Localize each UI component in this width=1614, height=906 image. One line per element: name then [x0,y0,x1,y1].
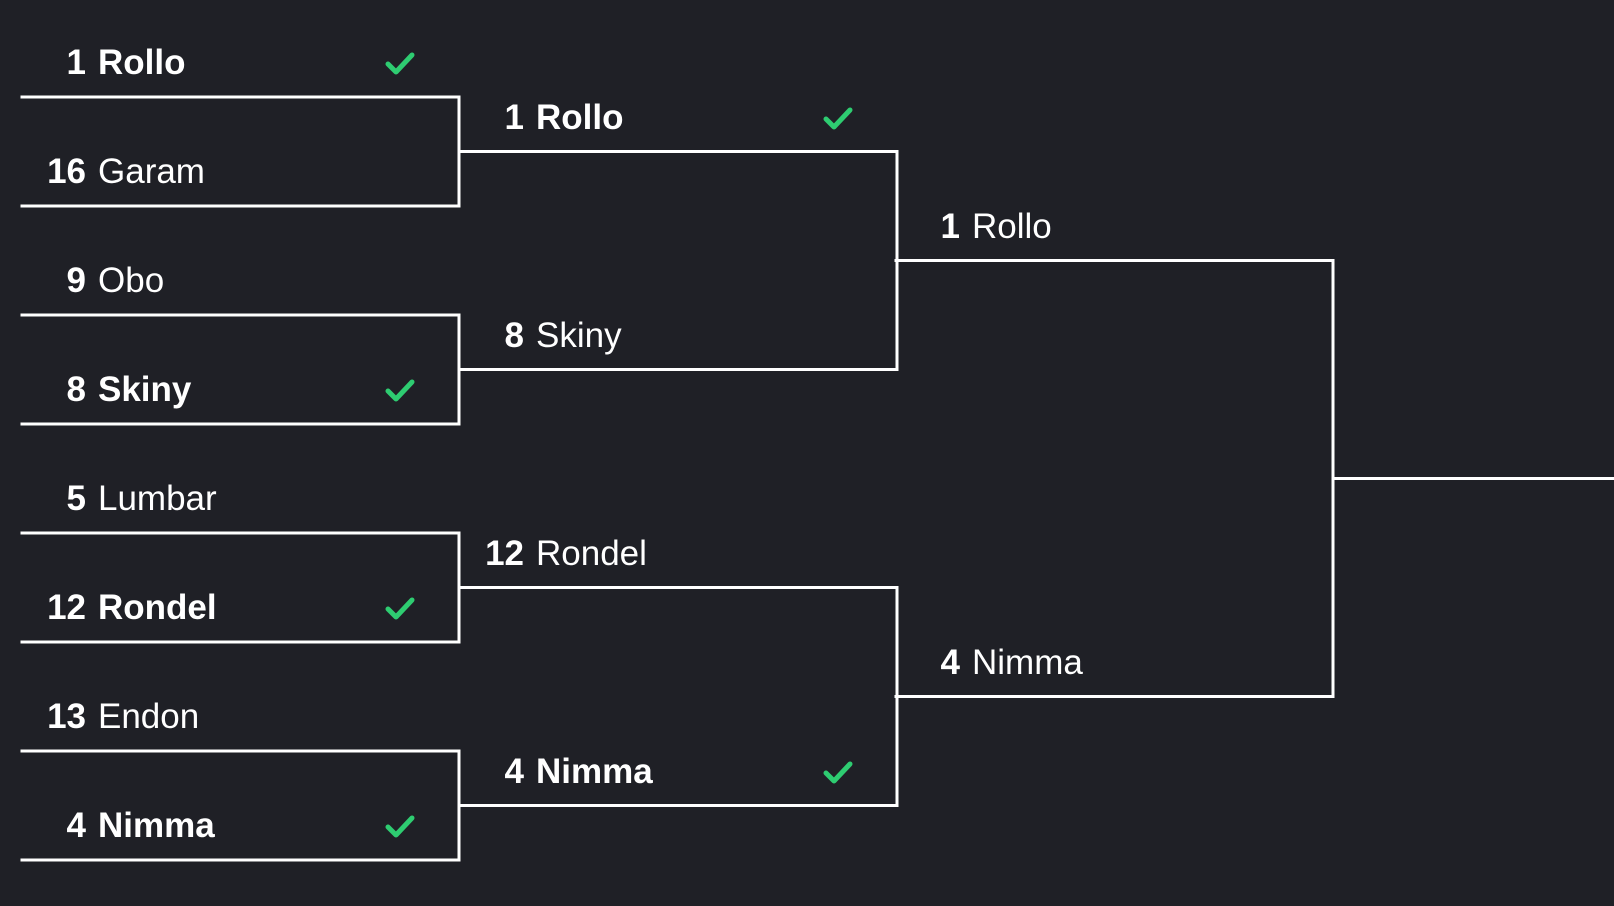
winner-check-icon [823,107,853,129]
winner-check-icon [385,815,415,838]
team-slot: 12 Rondel [22,586,459,630]
team-seed: 4 [940,642,960,682]
team-slot: 12 Rondel [460,532,897,576]
team-seed: 8 [504,315,524,355]
team-name: Garam [98,152,205,191]
team-slot: 4 Nimma [896,641,1333,685]
team-name: Rondel [536,533,647,573]
team-name: Lumbar [98,479,217,518]
team-slot: 16 Garam [22,150,459,194]
team-seed: 12 [47,588,86,627]
team-seed: 12 [485,533,524,573]
team-slot: 4 Nimma [460,750,897,794]
team-seed: 1 [940,206,960,246]
team-name: Rollo [98,43,186,82]
winner-check-icon [385,379,415,402]
team-slot: 13 Endon [22,695,459,739]
team-slot: 1 Rollo [22,41,459,85]
team-seed: 13 [47,697,86,736]
team-slot: 9 Obo [22,259,459,303]
team-name: Nimma [972,642,1083,682]
winner-check-icon [385,597,415,620]
team-seed: 5 [66,479,86,518]
team-seed: 4 [66,806,86,845]
team-name: Endon [98,697,200,736]
team-slot: 1 Rollo [896,205,1333,249]
team-seed: 1 [504,97,524,137]
team-seed: 16 [47,152,86,191]
team-slot: 5 Lumbar [22,477,459,521]
team-name: Obo [98,261,165,300]
team-slot: 4 Nimma [22,804,459,848]
team-name: Nimma [98,806,215,845]
team-seed: 8 [66,370,86,409]
team-name: Rollo [536,97,624,137]
winner-check-icon [385,52,415,75]
team-name: Skiny [98,370,192,409]
team-name: Skiny [536,315,622,355]
team-seed: 1 [66,43,86,82]
team-slot: 8 Skiny [460,314,897,358]
team-name: Rollo [972,206,1052,246]
team-seed: 4 [504,751,524,791]
team-slot: 8 Skiny [22,368,459,412]
team-name: Nimma [536,751,653,791]
team-seed: 9 [66,261,86,300]
winner-check-icon [823,761,853,783]
team-slot: 1 Rollo [460,96,897,140]
team-name: Rondel [98,588,217,627]
